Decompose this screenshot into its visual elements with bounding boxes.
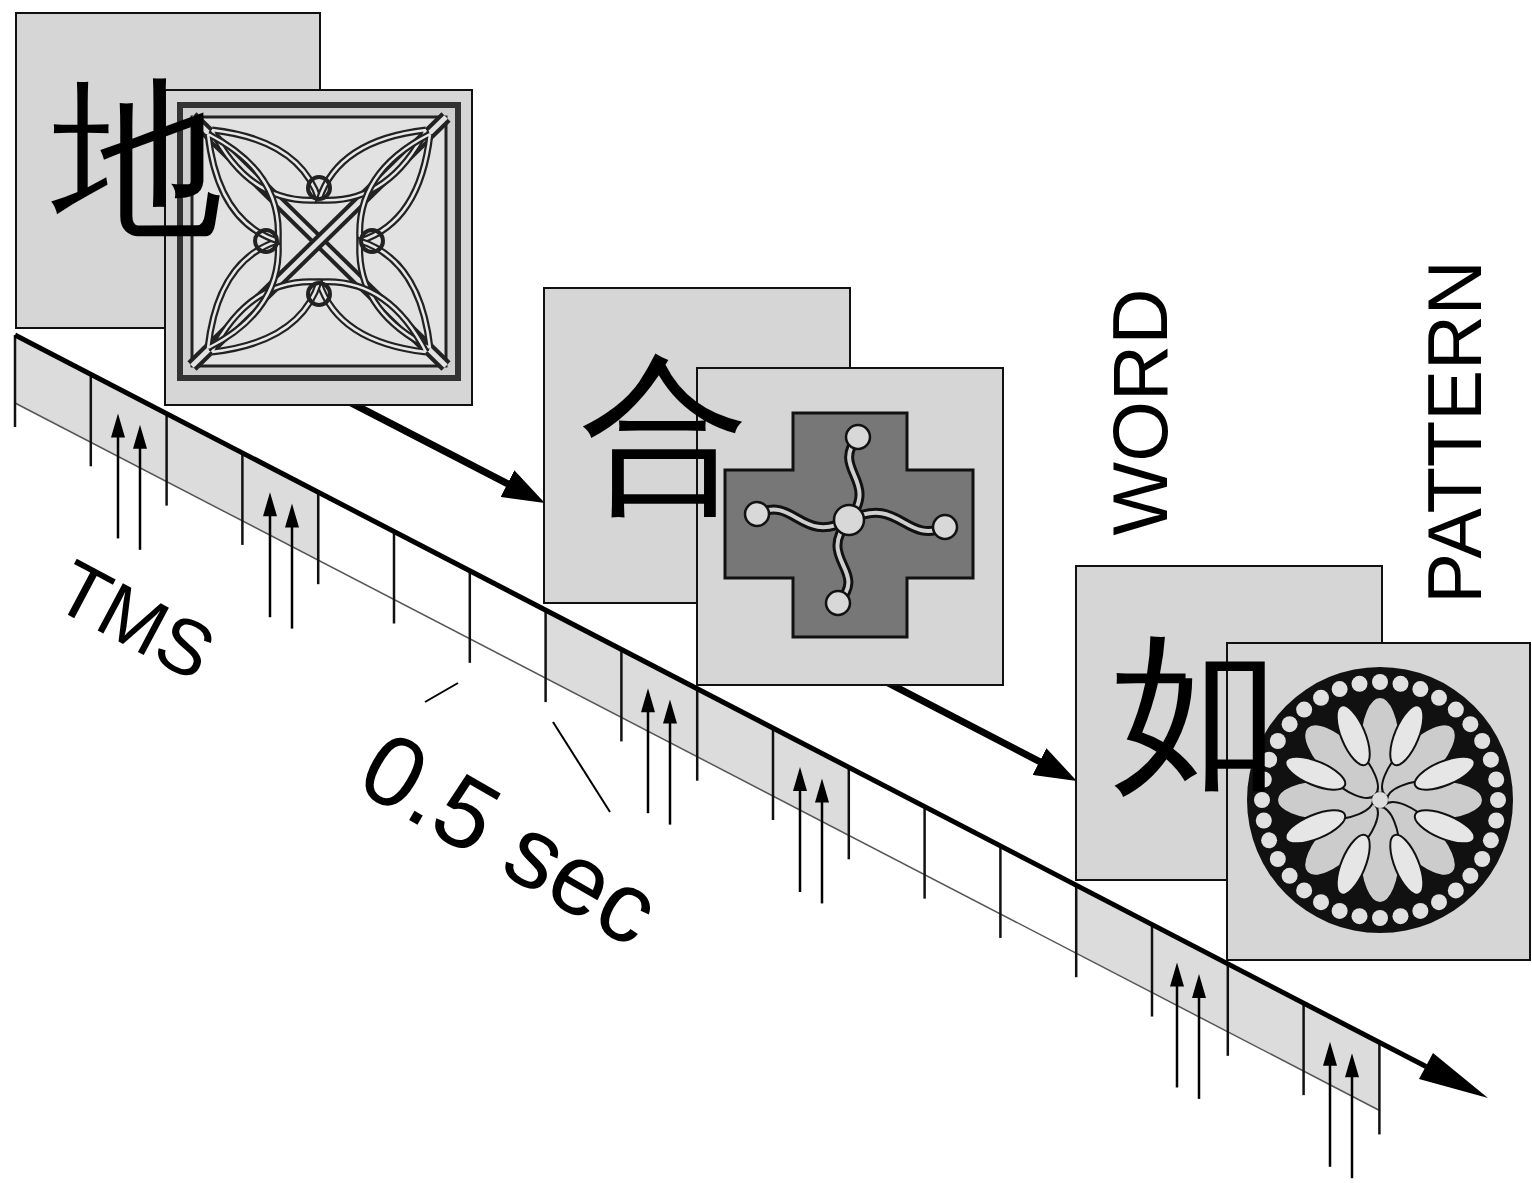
time-tick — [90, 374, 93, 466]
celtic-pattern-mask — [165, 90, 472, 405]
time-tick — [1227, 964, 1230, 1056]
tms-pulse-arrow — [263, 492, 277, 617]
tms-pulse-arrow — [133, 425, 147, 550]
tms-pulse-arrow — [1323, 1042, 1337, 1167]
cross-pattern-mask — [697, 368, 1003, 685]
time-tick — [1151, 925, 1154, 1017]
time-tick — [14, 335, 17, 427]
tms-pulse-arrow — [1170, 962, 1184, 1087]
chinese-character: 合 — [580, 349, 750, 519]
time-tick — [999, 846, 1002, 938]
time-tick — [772, 728, 775, 820]
time-tick — [1378, 1042, 1381, 1134]
time-tick — [620, 649, 623, 741]
tms-pulse-arrow — [815, 778, 829, 903]
time-tick — [1302, 1003, 1305, 1095]
time-tick — [923, 807, 926, 899]
time-scale-label: 0.5 sec — [345, 714, 674, 962]
tms-pulse-arrow — [1345, 1053, 1359, 1178]
tms-pulse-arrow — [285, 504, 299, 629]
stimulus-type-label: WORD — [1101, 289, 1179, 536]
tms-pulse-arrow — [641, 688, 655, 813]
time-tick — [848, 767, 851, 859]
time-axis — [15, 335, 1426, 1067]
leader-line — [425, 683, 458, 702]
chinese-character: 地 — [52, 74, 222, 244]
time-tick — [544, 610, 547, 702]
time-tick — [1075, 885, 1078, 977]
time-tick — [696, 689, 699, 781]
time-tick — [469, 571, 472, 663]
stimulation-label: TMS — [44, 547, 226, 693]
time-tick — [393, 532, 396, 624]
time-tick — [317, 492, 320, 584]
tms-pulse-arrow — [111, 413, 125, 538]
tms-pulse-arrow — [1192, 974, 1206, 1099]
stimulus-type-label: PATTERN — [1417, 260, 1493, 603]
time-axis-arrowhead — [1419, 1053, 1488, 1098]
rosette-pattern-mask — [1227, 643, 1530, 960]
time-tick — [241, 453, 244, 545]
tms-pulse-arrow — [793, 767, 807, 892]
chinese-character: 如 — [1112, 627, 1282, 797]
tms-pulse-arrow — [663, 700, 677, 825]
leader-line — [553, 722, 610, 812]
time-tick — [165, 414, 168, 506]
